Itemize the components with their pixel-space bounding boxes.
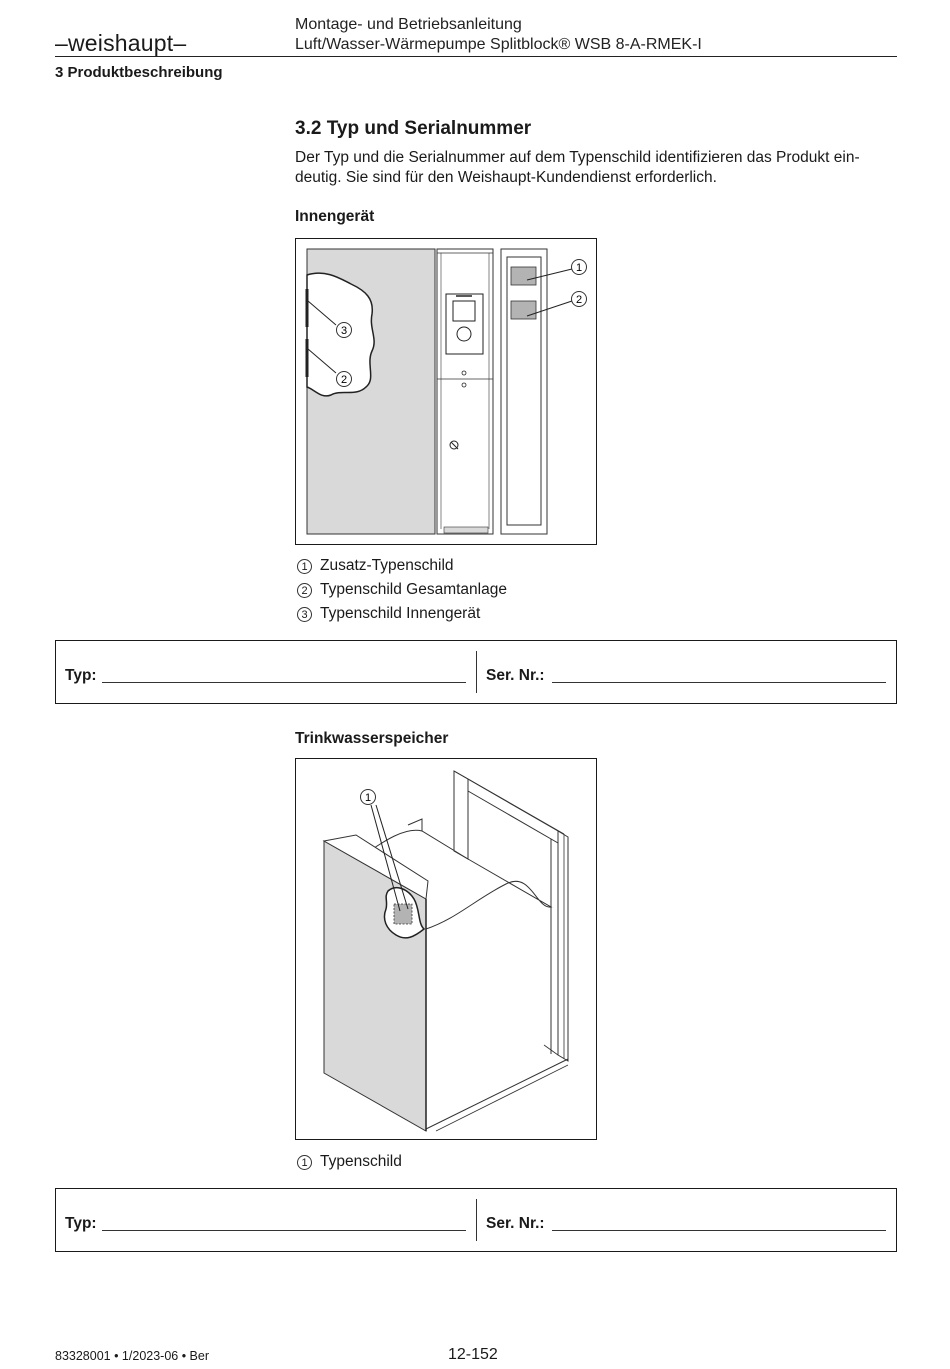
indoor-legend: 1 Zusatz-Typenschild 2 Typenschild Gesam… <box>297 554 507 626</box>
chapter-title: 3 Produktbeschreibung <box>55 64 223 81</box>
document-title-line-1: Montage- und Betriebsanleitung <box>295 16 522 33</box>
legend-text: Typenschild Gesamtanlage <box>320 581 507 598</box>
serial-label: Ser. Nr.: <box>486 1215 545 1232</box>
serial-write-line[interactable] <box>552 682 886 683</box>
type-label: Typ: <box>65 667 97 684</box>
document-title-line-2: Luft/Wasser-Wärmepumpe Splitblock® WSB 8… <box>295 36 702 53</box>
legend-number: 1 <box>297 558 312 574</box>
serial-label: Ser. Nr.: <box>486 667 545 684</box>
callout-1: 1 <box>576 262 582 274</box>
indoor-unit-illustration: 1 2 3 2 <box>305 248 587 535</box>
page-number: 12-152 <box>448 1346 498 1363</box>
legend-text: Typenschild Innengerät <box>320 605 481 622</box>
legend-item: 2 Typenschild Gesamtanlage <box>297 578 507 602</box>
tank-heading: Trinkwasserspeicher <box>295 730 449 747</box>
serial-write-line[interactable] <box>552 1230 886 1231</box>
type-write-line[interactable] <box>102 1230 466 1231</box>
legend-number: 3 <box>297 606 312 622</box>
document-title: Montage- und Betriebsanleitung Luft/Wass… <box>295 15 702 55</box>
tank-figure: 1 <box>295 758 597 1140</box>
type-label: Typ: <box>65 1215 97 1232</box>
document-code: 83328001 • 1/2023-06 • Ber <box>55 1349 210 1363</box>
legend-text: Typenschild <box>320 1153 402 1170</box>
legend-item: 3 Typenschild Innengerät <box>297 602 507 626</box>
indoor-unit-figure: 1 2 3 2 <box>295 238 597 545</box>
weishaupt-logo: –weishaupt– <box>55 30 187 56</box>
legend-number: 1 <box>297 1154 312 1170</box>
header-divider <box>55 56 897 57</box>
tank-legend: 1 Typenschild <box>297 1150 402 1174</box>
intro-line-1: Der Typ und die Serialnummer auf dem Typ… <box>295 149 860 166</box>
indoor-callouts: 1 2 3 2 <box>336 259 587 387</box>
tank-id-form: Typ: Ser. Nr.: <box>55 1188 897 1252</box>
section-title: 3.2 Typ und Serialnummer <box>295 118 532 139</box>
form-divider <box>476 1199 477 1241</box>
callout-1: 1 <box>365 792 371 804</box>
legend-item: 1 Typenschild <box>297 1150 402 1174</box>
legend-item: 1 Zusatz-Typenschild <box>297 554 507 578</box>
form-divider <box>476 651 477 693</box>
legend-text: Zusatz-Typenschild <box>320 557 454 574</box>
callout-3: 3 <box>341 325 347 337</box>
tank-callouts: 1 <box>360 789 376 805</box>
indoor-unit-heading: Innengerät <box>295 208 375 225</box>
type-write-line[interactable] <box>102 682 466 683</box>
tank-illustration: 1 <box>322 770 569 1132</box>
indoor-id-form: Typ: Ser. Nr.: <box>55 640 897 704</box>
callout-2: 2 <box>576 294 582 306</box>
intro-line-2: deutig. Sie sind für den Weishaupt-Kunde… <box>295 169 717 186</box>
legend-number: 2 <box>297 582 312 598</box>
intro-paragraph: Der Typ und die Serialnummer auf dem Typ… <box>295 148 895 188</box>
callout-2-left: 2 <box>341 374 347 386</box>
